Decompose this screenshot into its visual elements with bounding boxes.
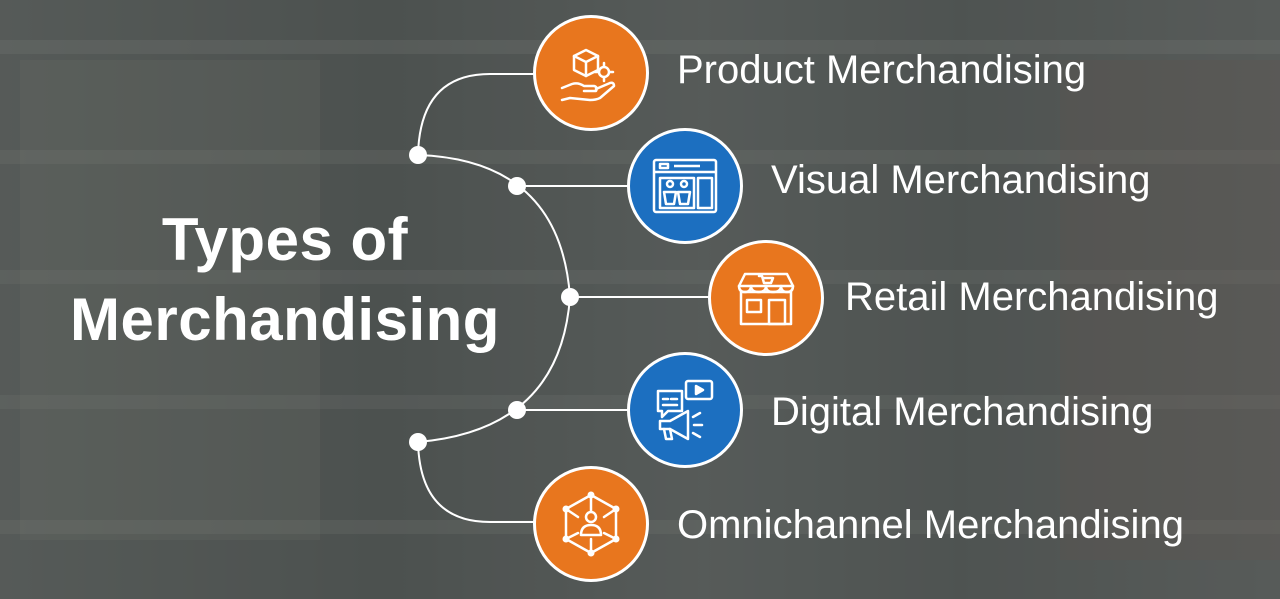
connector-product: [417, 73, 592, 156]
digital-merchandising-label: Digital Merchandising: [771, 390, 1154, 434]
hand-box-gear-icon: [560, 48, 616, 102]
junction-dot: [409, 433, 427, 451]
product-merchandising-node: [533, 15, 649, 131]
omnichannel-merchandising-node: [533, 466, 649, 582]
visual-merchandising-label: Visual Merchandising: [771, 158, 1151, 202]
storefront-window-display-icon: [652, 158, 718, 214]
junction-dot: [508, 401, 526, 419]
retail-merchandising-label: Retail Merchandising: [845, 275, 1219, 319]
megaphone-video-chat-icon: [656, 379, 714, 441]
junction-dot: [508, 177, 526, 195]
retail-merchandising-node: [708, 240, 824, 356]
retail-store-cart-icon: [737, 272, 795, 326]
title-line-1: Types of: [161, 206, 409, 273]
junction-dot: [561, 288, 579, 306]
junction-dot: [409, 146, 427, 164]
page-title: Types of Merchandising: [30, 200, 540, 360]
connector-arc-main: [417, 154, 572, 443]
title-line-2: Merchandising: [70, 286, 500, 353]
connector-omnichannel: [417, 441, 592, 523]
person-network-icon: [562, 491, 620, 557]
visual-merchandising-node: [627, 128, 743, 244]
omnichannel-merchandising-label: Omnichannel Merchandising: [677, 503, 1184, 547]
digital-merchandising-node: [627, 352, 743, 468]
product-merchandising-label: Product Merchandising: [677, 48, 1087, 92]
